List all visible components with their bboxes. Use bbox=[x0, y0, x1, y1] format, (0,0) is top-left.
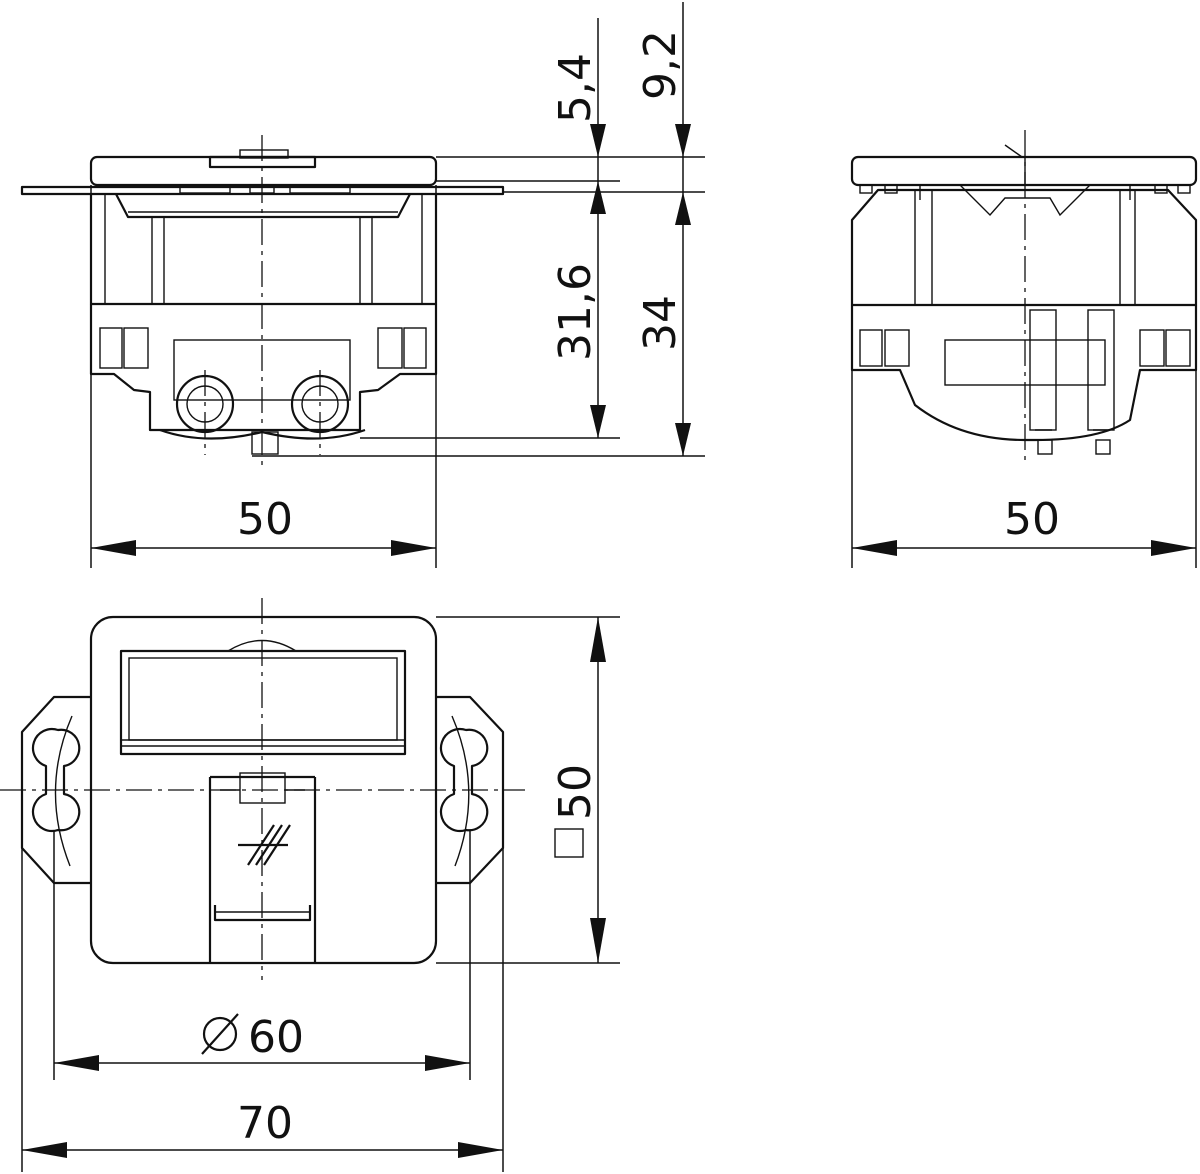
diameter-symbol-icon bbox=[201, 1013, 239, 1055]
side-elevation-view bbox=[850, 130, 1198, 460]
mount-diameter-dimension: 60 bbox=[53, 830, 471, 1080]
dim-mount-diameter: 60 bbox=[248, 1012, 304, 1063]
label-window bbox=[119, 649, 407, 756]
side-width-dimension: 50 bbox=[851, 370, 1197, 568]
dim-side-width: 50 bbox=[1004, 494, 1060, 545]
dim-total-depth: 34 bbox=[635, 295, 686, 351]
dim-overall-width: 70 bbox=[237, 1098, 293, 1149]
square-symbol-icon bbox=[554, 828, 584, 858]
right-keyhole bbox=[439, 727, 489, 833]
dim-front-width: 50 bbox=[237, 494, 293, 545]
front-vertical-dimensions: 5,4 9,2 31,6 34 bbox=[252, 2, 705, 457]
overall-width-dimension: 70 bbox=[21, 848, 504, 1172]
right-mounting-ear bbox=[436, 695, 505, 885]
plan-view bbox=[0, 598, 525, 980]
left-keyhole bbox=[31, 727, 81, 833]
cover-plate bbox=[89, 155, 438, 187]
dim-plate-thickness: 5,4 bbox=[550, 53, 601, 123]
dim-square-frame: 50 bbox=[550, 764, 601, 820]
front-width-dimension: 50 bbox=[90, 185, 437, 568]
side-cover-plate bbox=[850, 155, 1198, 187]
front-elevation-view bbox=[20, 135, 505, 470]
dim-body-depth: 31,6 bbox=[550, 263, 601, 361]
square-frame-dimension: 50 bbox=[436, 616, 620, 964]
dim-total-height-top: 9,2 bbox=[635, 30, 686, 100]
housing-body bbox=[89, 194, 438, 306]
shielding-symbol-icon bbox=[238, 824, 291, 866]
